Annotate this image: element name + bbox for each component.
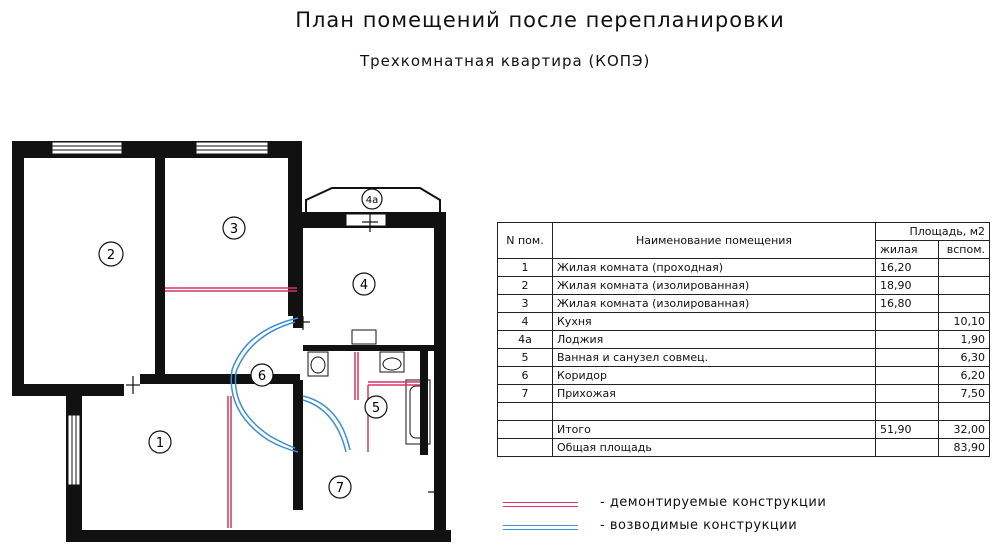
room-spec-table: N пом. Наименование помещения Площадь, м… <box>497 222 990 457</box>
room-label-6: 6 <box>258 369 266 384</box>
room-label-2: 2 <box>107 248 115 263</box>
legend-blue-line <box>503 525 578 526</box>
room-label-4: 4 <box>360 278 368 293</box>
room-label-1: 1 <box>156 436 164 451</box>
doors <box>126 212 446 500</box>
legend-red-line <box>503 502 578 503</box>
room-label-3: 3 <box>230 222 238 237</box>
plan-subtitle: Трехкомнатная квартира (КОПЭ) <box>360 52 651 70</box>
room-labels: 2 3 4 4a 6 5 1 7 <box>107 195 380 496</box>
header-aux: вспом. <box>938 240 990 259</box>
header-num: N пом. <box>497 222 553 259</box>
header-area: Площадь, м2 <box>875 222 990 241</box>
table-row-overall: Общая площадь 83,90 <box>497 438 990 457</box>
bathroom-fixtures <box>307 329 431 445</box>
loggia-outline <box>305 187 441 212</box>
header-live: жилая <box>875 240 939 259</box>
room-label-5: 5 <box>372 401 380 416</box>
header-name: Наименование помещения <box>552 222 876 259</box>
legend-erected-text: - возводимые конструкции <box>600 518 798 533</box>
demolished-walls <box>165 287 420 528</box>
table-row-empty <box>497 402 990 421</box>
erected-walls <box>230 317 351 453</box>
legend-demolished-text: - демонтируемые конструкции <box>600 495 827 510</box>
windows <box>51 141 387 486</box>
room-markers <box>98 188 388 499</box>
room-label-7: 7 <box>336 481 344 496</box>
room-label-4a: 4a <box>366 195 379 206</box>
plan-title: План помещений после перепланировки <box>295 8 785 32</box>
